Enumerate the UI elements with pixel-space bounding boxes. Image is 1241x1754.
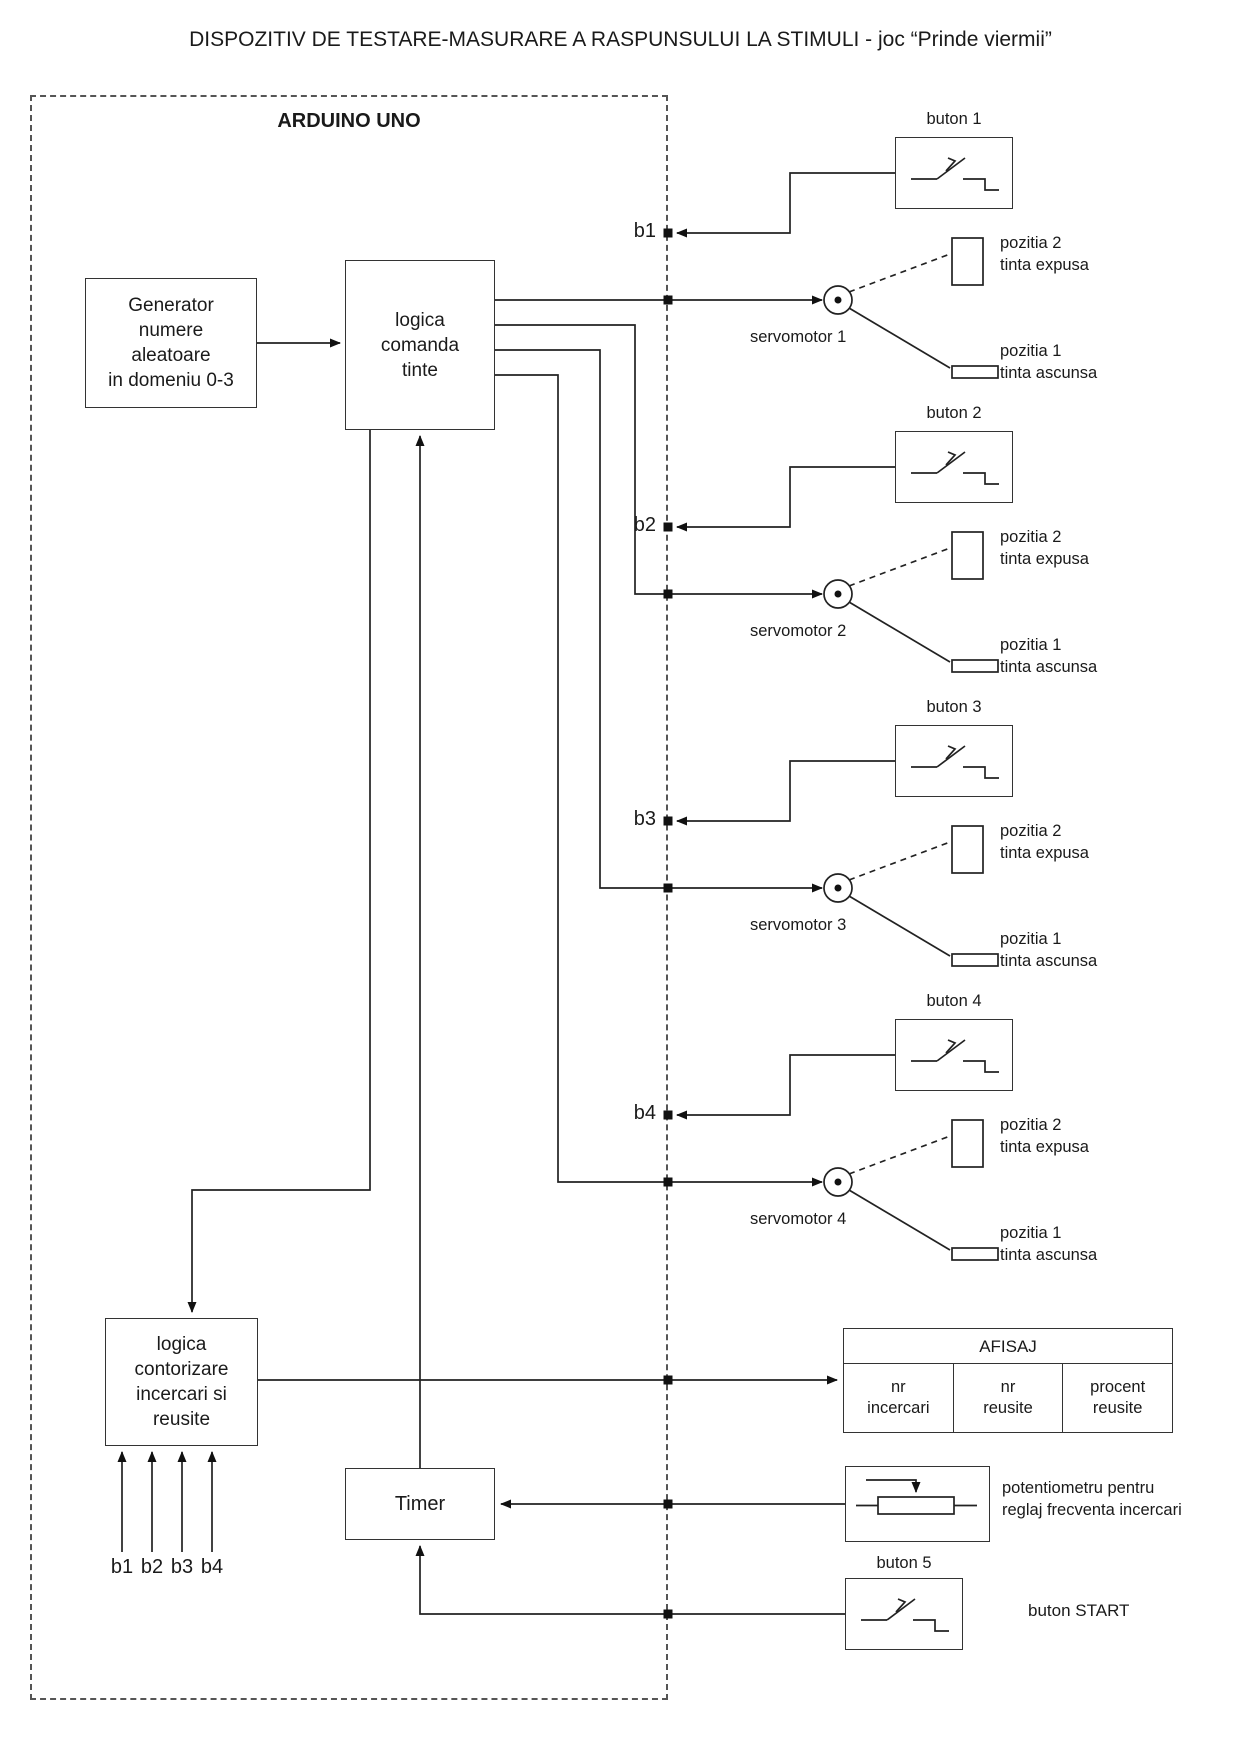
buton-4-box	[895, 1019, 1013, 1091]
arduino-label: ARDUINO UNO	[277, 110, 421, 132]
logica-contorizare-box: logica contorizare incercari si reusite	[105, 1318, 258, 1446]
afisaj-cell-reusite: nr reusite	[954, 1364, 1064, 1432]
port-b1-label: b1	[633, 220, 656, 242]
port-b4-label: b4	[633, 1102, 656, 1124]
servomotor-1-label: servomotor 1	[750, 328, 847, 346]
servomotor-3-icon	[823, 873, 853, 903]
servomotor-2-label: servomotor 2	[750, 622, 847, 640]
buton-4-label: buton 4	[926, 992, 982, 1010]
afisaj-title: AFISAJ	[844, 1329, 1172, 1364]
input-b3-label: b3	[170, 1556, 194, 1578]
logica-comanda-box: logica comanda tinte	[345, 260, 495, 430]
target-hidden-icon	[951, 953, 999, 967]
buton-5-label: buton 5	[876, 1554, 932, 1572]
target-exposed-icon	[951, 531, 984, 580]
buton-start-label: buton START	[1028, 1601, 1130, 1620]
target-exposed-icon	[951, 825, 984, 874]
buton-2-label: buton 2	[926, 404, 982, 422]
target-exposed-icon	[951, 1119, 984, 1168]
pozitia-1-label: pozitia 1 tinta ascunsa	[1000, 1224, 1098, 1264]
buton-3-label: buton 3	[926, 698, 982, 716]
servomotor-4-icon	[823, 1167, 853, 1197]
potentiometer-label: potentiometru pentru reglaj frecventa in…	[1002, 1479, 1182, 1519]
target-hidden-icon	[951, 1247, 999, 1261]
potentiometer-box	[845, 1466, 990, 1542]
target-hidden-icon	[951, 365, 999, 379]
buton-2-box	[895, 431, 1013, 503]
diagram-title: DISPOZITIV DE TESTARE-MASURARE A RASPUNS…	[189, 28, 1052, 51]
port-b2-label: b2	[633, 514, 656, 536]
timer-box: Timer	[345, 1468, 495, 1540]
afisaj-box: AFISAJ nr incercari nr reusite procent r…	[843, 1328, 1173, 1433]
servomotor-2-icon	[823, 579, 853, 609]
afisaj-cell-incercari: nr incercari	[844, 1364, 954, 1432]
pozitia-1-label: pozitia 1 tinta ascunsa	[1000, 636, 1098, 676]
servomotor-4-label: servomotor 4	[750, 1210, 847, 1228]
pozitia-1-label: pozitia 1 tinta ascunsa	[1000, 342, 1098, 382]
generator-box: Generator numere aleatoare in domeniu 0-…	[85, 278, 257, 408]
afisaj-cell-procent: procent reusite	[1090, 1378, 1146, 1417]
input-b1-label: b1	[110, 1556, 134, 1578]
buton-1-box	[895, 137, 1013, 209]
input-b2-label: b2	[140, 1556, 164, 1578]
pozitia-2-label: pozitia 2 tinta expusa	[1000, 528, 1089, 568]
port-b3-label: b3	[633, 808, 656, 830]
pozitia-2-label: pozitia 2 tinta expusa	[1000, 822, 1089, 862]
target-hidden-icon	[951, 659, 999, 673]
input-b4-label: b4	[200, 1556, 224, 1578]
pozitia-2-label: pozitia 2 tinta expusa	[1000, 1116, 1089, 1156]
pozitia-2-label: pozitia 2 tinta expusa	[1000, 234, 1089, 274]
servomotor-3-label: servomotor 3	[750, 916, 847, 934]
afisaj-cells: nr incercari nr reusite procent reusite	[844, 1364, 1172, 1432]
buton-3-box	[895, 725, 1013, 797]
buton-1-label: buton 1	[926, 110, 982, 128]
pozitia-1-label: pozitia 1 tinta ascunsa	[1000, 930, 1098, 970]
servomotor-1-icon	[823, 285, 853, 315]
buton-5-box	[845, 1578, 963, 1650]
target-exposed-icon	[951, 237, 984, 286]
